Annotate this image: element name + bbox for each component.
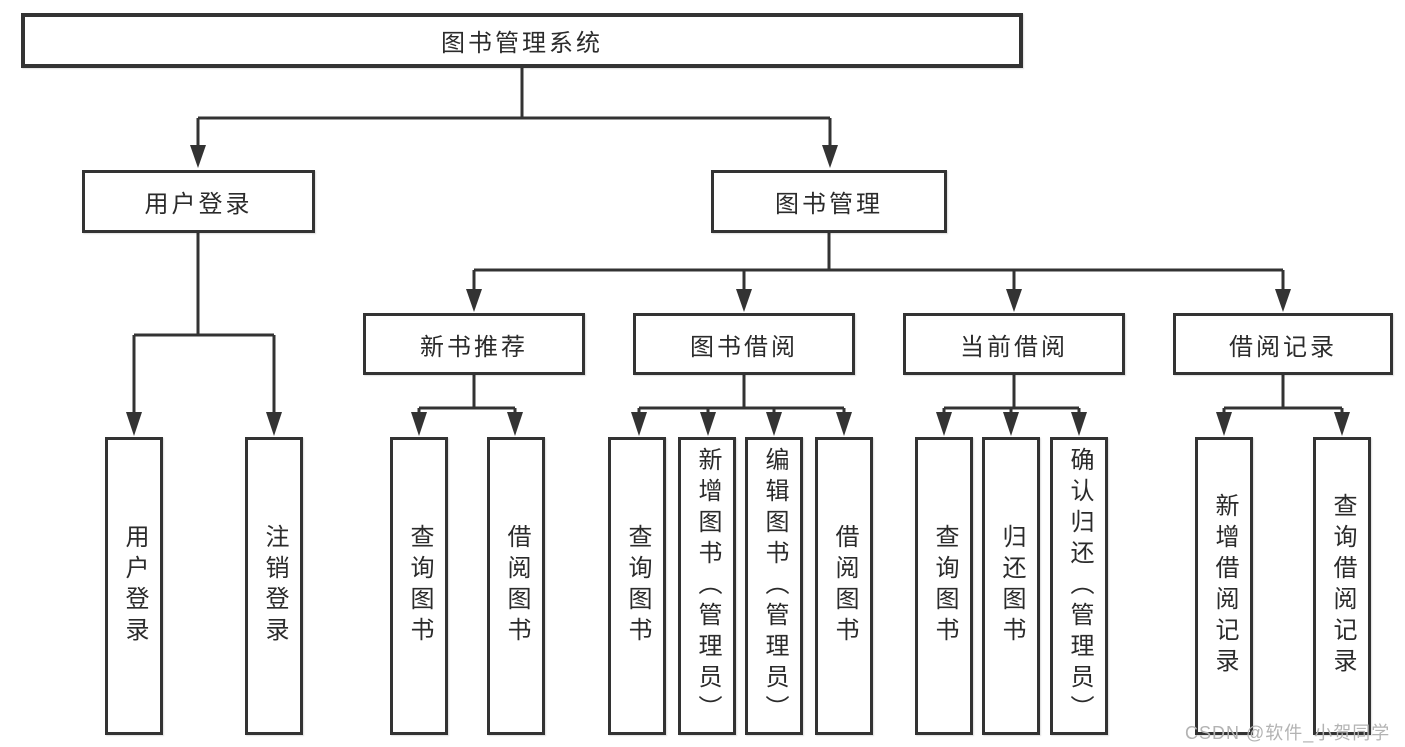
leaf-label: 借阅图书 bbox=[831, 524, 858, 648]
leaf-label: 注销登录 bbox=[261, 524, 288, 648]
node-label: 用户登录 bbox=[144, 191, 253, 218]
node-label: 当前借阅 bbox=[960, 333, 1068, 361]
leaf-label: 借阅图书 bbox=[503, 524, 530, 648]
node-book-management: 图书管理 bbox=[711, 170, 947, 233]
leaf-label: 查询图书 bbox=[931, 524, 958, 648]
node-book-borrowing: 图书借阅 bbox=[633, 313, 855, 375]
leaf-label: 新增图书（管理员） bbox=[694, 446, 721, 726]
leaf-label: 查询借阅记录 bbox=[1329, 493, 1356, 679]
node-book-management-system: 图书管理系统 bbox=[21, 13, 1023, 68]
leaf-label: 归还图书 bbox=[998, 524, 1025, 648]
leaf-add-books-admin: 新增图书（管理员） bbox=[678, 437, 736, 735]
leaf-add-borrow-record: 新增借阅记录 bbox=[1195, 437, 1253, 735]
leaf-query-books-borrow: 查询图书 bbox=[608, 437, 666, 735]
leaf-label: 编辑图书（管理员） bbox=[761, 446, 788, 726]
node-new-book-recommend: 新书推荐 bbox=[363, 313, 585, 375]
csdn-watermark: CSDN @软件_小贺同学 bbox=[1185, 723, 1391, 743]
leaf-label: 查询图书 bbox=[406, 524, 433, 648]
node-user-login: 用户登录 bbox=[82, 170, 315, 233]
node-borrowing-records: 借阅记录 bbox=[1173, 313, 1393, 375]
leaf-label: 新增借阅记录 bbox=[1211, 493, 1238, 679]
leaf-query-borrow-record: 查询借阅记录 bbox=[1313, 437, 1371, 735]
node-label: 借阅记录 bbox=[1229, 333, 1337, 361]
leaf-confirm-return-admin: 确认归还（管理员） bbox=[1050, 437, 1108, 735]
leaf-query-books-current: 查询图书 bbox=[915, 437, 973, 735]
leaf-logout: 注销登录 bbox=[245, 437, 303, 735]
leaf-label: 用户登录 bbox=[121, 524, 148, 648]
leaf-label: 查询图书 bbox=[624, 524, 651, 648]
node-label: 图书借阅 bbox=[690, 333, 798, 361]
node-label: 新书推荐 bbox=[420, 333, 528, 361]
leaf-borrow-books-recommend: 借阅图书 bbox=[487, 437, 545, 735]
node-current-borrowing: 当前借阅 bbox=[903, 313, 1125, 375]
leaf-borrow-books: 借阅图书 bbox=[815, 437, 873, 735]
leaf-return-books: 归还图书 bbox=[982, 437, 1040, 735]
node-label: 图书管理 bbox=[775, 191, 883, 218]
leaf-edit-books-admin: 编辑图书（管理员） bbox=[745, 437, 803, 735]
leaf-query-books-recommend: 查询图书 bbox=[390, 437, 448, 735]
node-label: 图书管理系统 bbox=[441, 30, 603, 57]
leaf-user-login: 用户登录 bbox=[105, 437, 163, 735]
leaf-label: 确认归还（管理员） bbox=[1066, 446, 1093, 726]
